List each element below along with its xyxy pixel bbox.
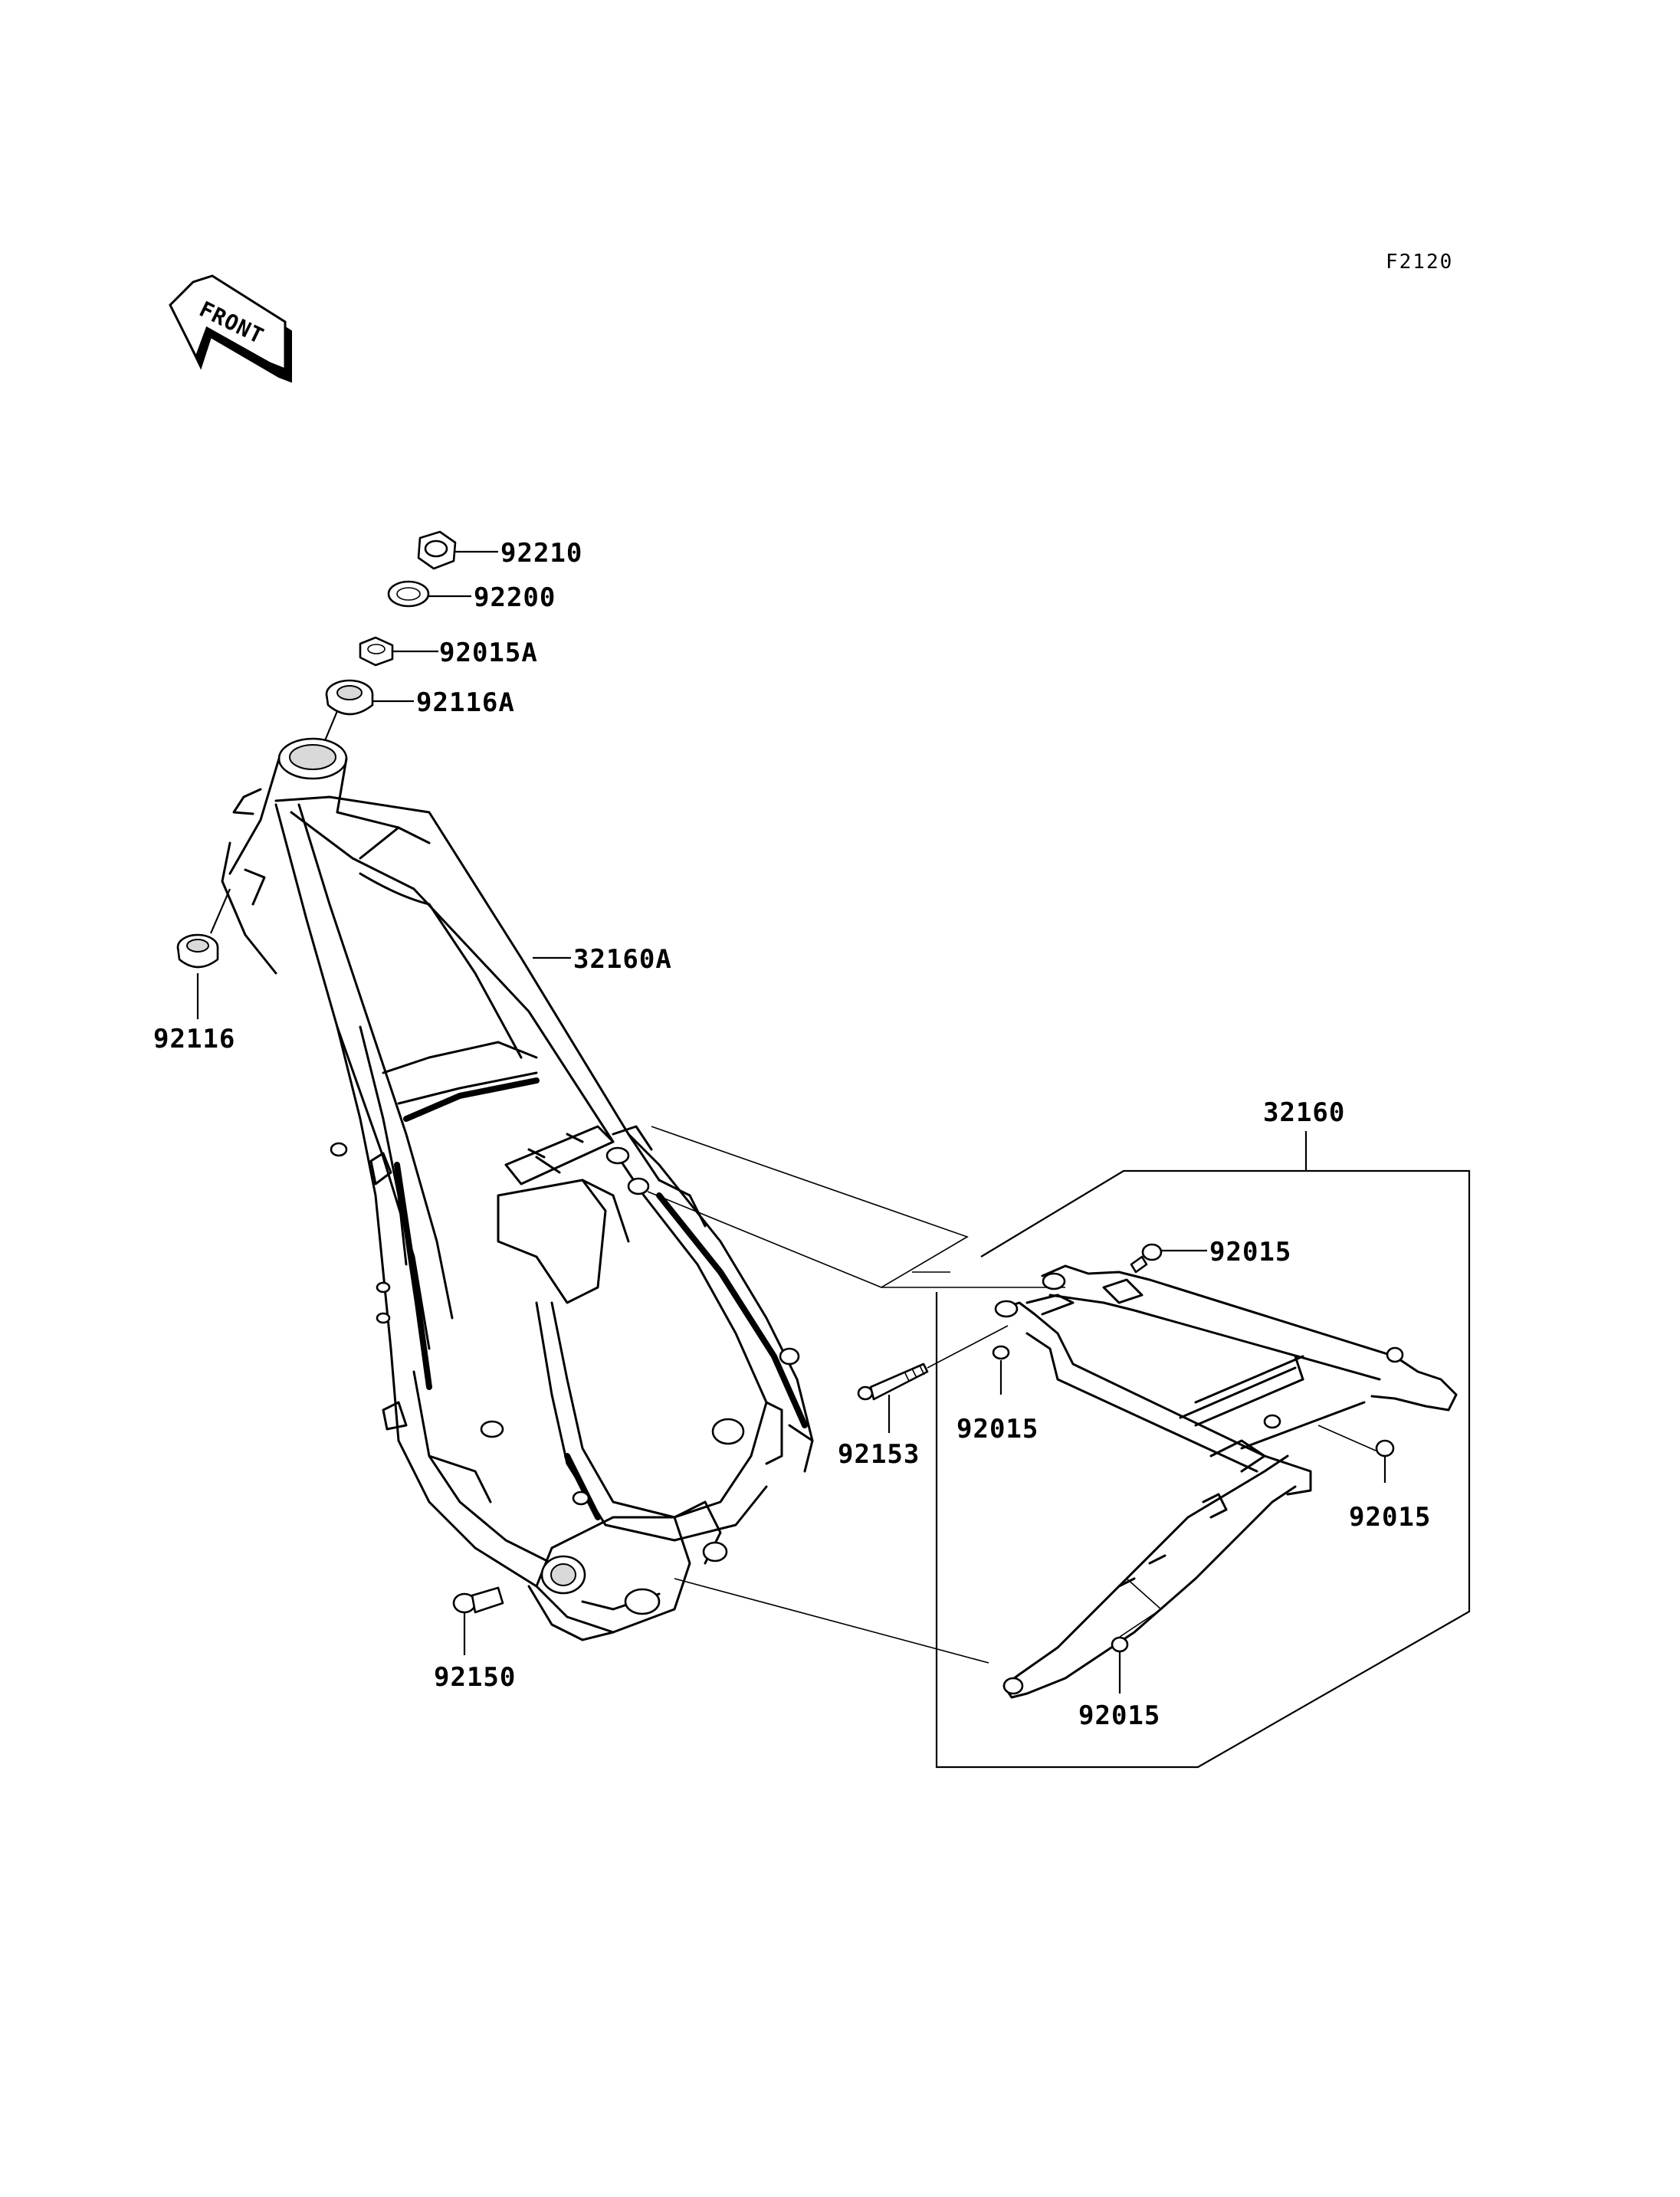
bolt-92015-top [1130,1243,1163,1274]
bolt-92015-right [1375,1439,1395,1458]
diagram-code: F2120 [1386,251,1453,274]
washer-92200 [387,580,430,608]
callout-92116: 92116 [153,1024,235,1054]
callout-92015-right: 92015 [1349,1502,1431,1533]
subframe-box [935,1169,1471,1769]
bearing-92116 [176,933,219,969]
callout-92116A: 92116A [416,687,515,718]
bolt-92150 [452,1586,504,1614]
callout-92015A: 92015A [439,638,538,668]
bolt-92153 [857,1362,929,1401]
bolt-92015-bottom [1111,1636,1129,1653]
rear-subframe [994,1264,1458,1699]
steering-stem-nut [417,530,457,570]
callout-92200: 92200 [474,582,556,613]
callout-32160: 32160 [1263,1097,1345,1128]
callout-92153: 92153 [838,1439,920,1470]
callout-32160A: 32160A [573,944,672,975]
callout-92150: 92150 [434,1662,516,1693]
bearing-92116A [325,679,374,716]
callout-92015-bottom: 92015 [1078,1700,1160,1731]
callout-92015-mid: 92015 [956,1414,1039,1444]
callout-92210: 92210 [500,538,582,569]
callout-92015-top: 92015 [1209,1237,1291,1267]
nut-92015A [359,636,394,667]
main-frame [221,737,814,1641]
bolt-92015-mid [992,1345,1010,1360]
front-arrow-icon: FRONT [169,274,292,383]
